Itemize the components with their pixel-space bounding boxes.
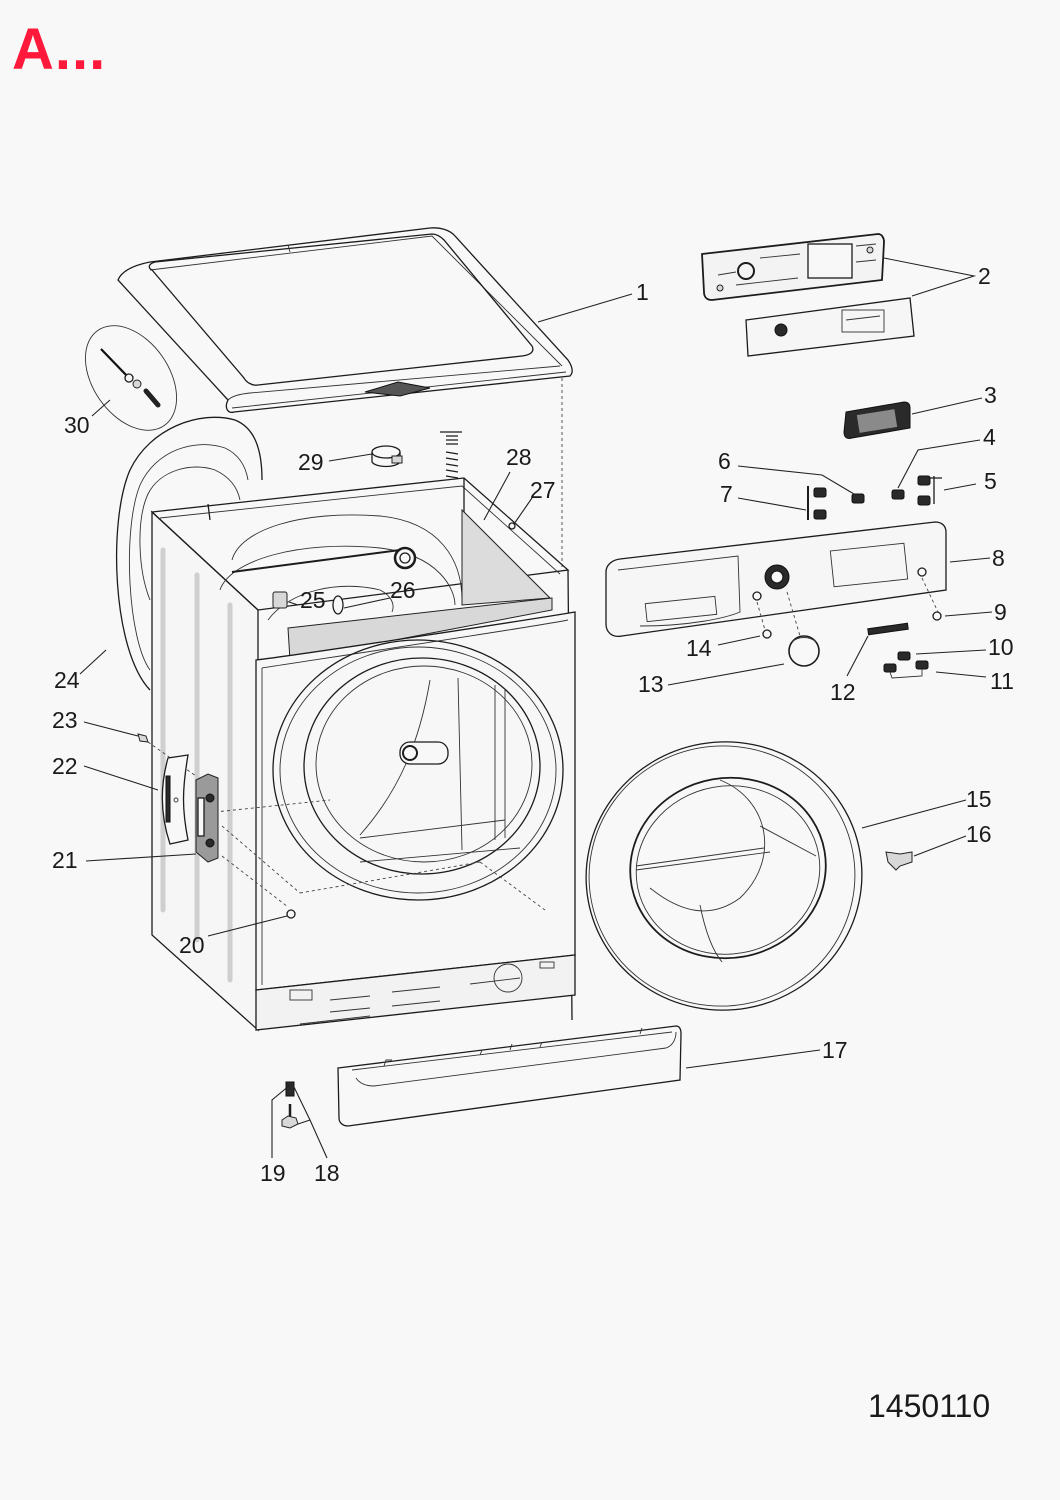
section-title: A...: [12, 17, 107, 82]
callout-23: 23: [52, 707, 78, 733]
indicator-lens-14-part: [762, 629, 772, 639]
callout-7: 7: [720, 481, 733, 507]
callout-5: 5: [984, 468, 997, 494]
hinge-guide-lines: [147, 741, 546, 911]
callout-2: 2: [978, 263, 991, 289]
rod-kit-part: [84, 325, 178, 431]
callout-13: 13: [638, 671, 664, 697]
rear-gasket-part: [115, 416, 263, 691]
callout-30: 30: [64, 412, 90, 438]
callout-17: 17: [822, 1037, 848, 1063]
adjustable-foot-part: [281, 1081, 299, 1129]
hinge-cover-part: [161, 754, 189, 845]
callout-16: 16: [966, 821, 992, 847]
callout-6: 6: [718, 448, 731, 474]
spring-part: [440, 431, 462, 479]
light-pipe-part: [867, 622, 909, 636]
kickplate-part: [337, 1025, 682, 1127]
push-button-pair-part: [883, 660, 929, 679]
door-hinge-part: [195, 773, 219, 863]
leader-lines: [79, 257, 993, 1159]
callout-26: 26: [390, 577, 416, 603]
callout-labels: 1 2 3 4 5 6 7 8 9 10 11 12 13 14 15 16 1…: [52, 263, 1014, 1186]
indicator-lens-9-part: [932, 611, 942, 621]
callout-9: 9: [994, 599, 1007, 625]
callout-10: 10: [988, 634, 1014, 660]
door-catch-part: [885, 851, 913, 871]
callout-3: 3: [984, 382, 997, 408]
callout-12: 12: [830, 679, 856, 705]
selector-knob-part: [788, 635, 820, 667]
cabinet-body: [150, 477, 576, 1032]
display-module-part: [843, 401, 911, 439]
drawing-number: 1450110: [868, 1388, 991, 1424]
callout-14: 14: [686, 635, 712, 661]
door-part: [585, 741, 863, 1011]
callout-18: 18: [314, 1160, 340, 1186]
callout-22: 22: [52, 753, 78, 779]
callout-4: 4: [983, 424, 996, 450]
callout-24: 24: [54, 667, 80, 693]
callout-28: 28: [506, 444, 532, 470]
callout-25: 25: [300, 587, 326, 613]
callout-11: 11: [990, 668, 1014, 694]
callout-20: 20: [179, 932, 205, 958]
callout-21: 21: [52, 847, 78, 873]
callout-19: 19: [260, 1160, 286, 1186]
callout-29: 29: [298, 449, 324, 475]
top-cover-part: [117, 227, 573, 414]
callout-1: 1: [636, 279, 649, 305]
control-panel-part: [605, 521, 947, 638]
hose-clamp-part: [371, 445, 403, 468]
control-boards-part: [701, 233, 915, 357]
callout-15: 15: [966, 786, 992, 812]
buttons-part: [807, 475, 942, 520]
screw-20-part: [286, 909, 296, 919]
callout-27: 27: [530, 477, 556, 503]
push-button-10-part: [897, 651, 911, 661]
callout-8: 8: [992, 545, 1005, 571]
screw-23-part: [137, 733, 149, 743]
